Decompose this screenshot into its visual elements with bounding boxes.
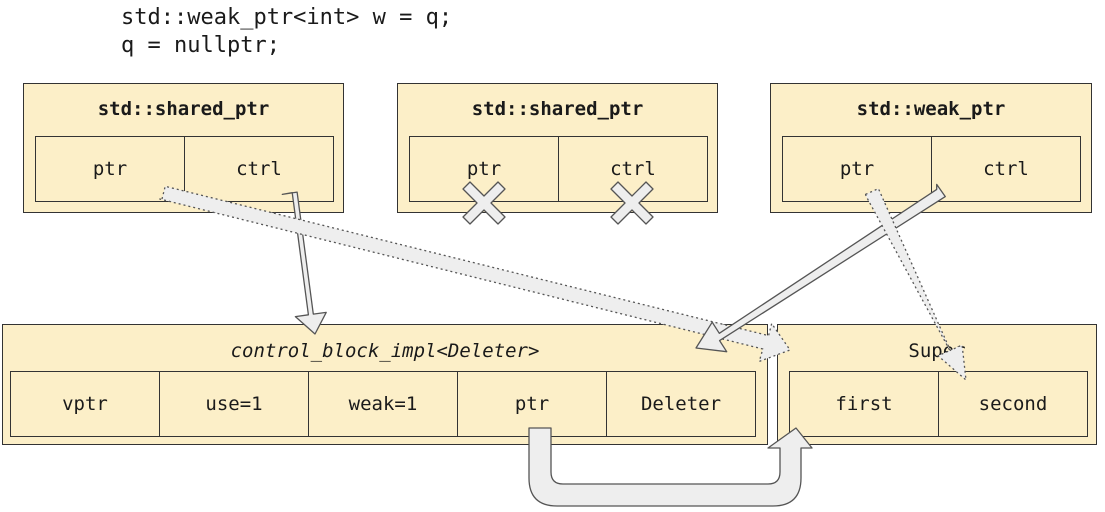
shared-ptr-box-2-title: std::shared_ptr (471, 98, 644, 120)
code-line-1: std::weak_ptr<int> w = q; (121, 5, 453, 30)
shared-ptr-box-1: std::shared_ptr ptr ctrl (23, 83, 344, 213)
super-object-box: Super first second (777, 324, 1097, 445)
weak-ptr-box: std::weak_ptr ptr ctrl (770, 83, 1092, 213)
shared-ptr-2-ptr-cell: ptr (409, 136, 559, 202)
control-block-box: control_block_impl<Deleter> vptr use=1 w… (2, 324, 768, 445)
weak-ptr-ctrl-cell: ctrl (931, 136, 1081, 202)
shared-ptr-ctrl-arrow (281, 191, 327, 335)
shared-ptr-1-ctrl-cell: ctrl (184, 136, 334, 202)
shared-ptr-box-1-title: std::shared_ptr (97, 98, 270, 120)
control-block-title: control_block_impl<Deleter> (230, 340, 540, 362)
weak-ptr-ptr-cell: ptr (782, 136, 932, 202)
control-block-ptr-cell: ptr (457, 371, 607, 437)
control-block-use-cell: use=1 (159, 371, 309, 437)
code-line-2: q = nullptr; (121, 33, 280, 58)
super-second-cell: second (938, 371, 1088, 437)
weak-ptr-box-title: std::weak_ptr (856, 98, 1006, 120)
control-block-weak-cell: weak=1 (308, 371, 458, 437)
control-block-deleter-cell: Deleter (606, 371, 756, 437)
control-block-vptr-cell: vptr (10, 371, 160, 437)
shared-ptr-1-ptr-cell: ptr (35, 136, 185, 202)
super-object-title: Super (908, 340, 966, 362)
shared-ptr-box-2: std::shared_ptr ptr ctrl (397, 83, 718, 213)
super-first-cell: first (789, 371, 939, 437)
shared-ptr-2-ctrl-cell: ctrl (558, 136, 708, 202)
